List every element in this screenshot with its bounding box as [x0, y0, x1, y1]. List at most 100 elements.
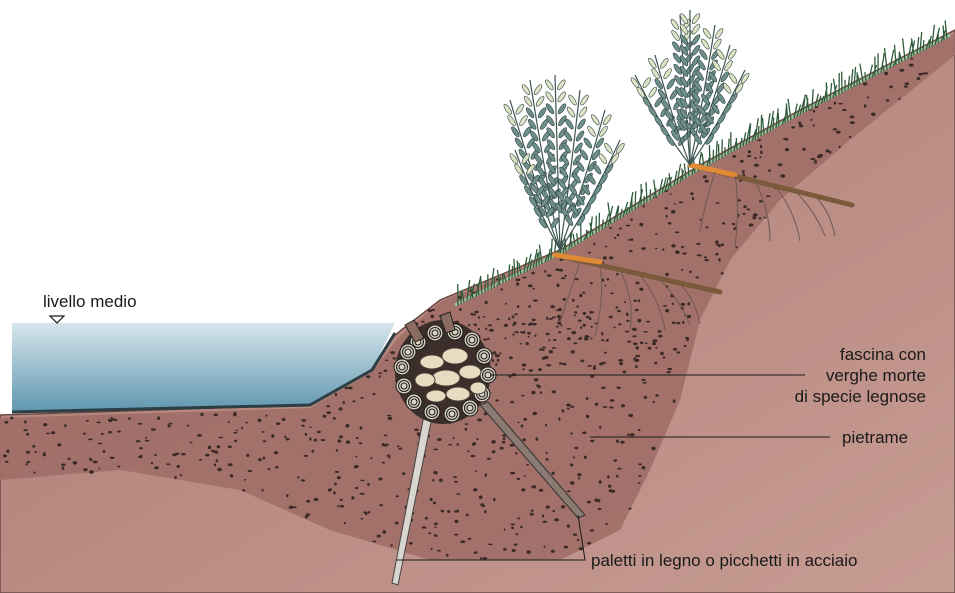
- rubble-stone: [61, 464, 66, 466]
- rubble-stone: [580, 326, 582, 329]
- rubble-stone: [590, 529, 595, 531]
- rubble-stone: [455, 520, 459, 523]
- rubble-stone: [217, 468, 222, 471]
- rubble-stone: [514, 313, 517, 315]
- rubble-stone: [309, 427, 311, 429]
- rubble-stone: [452, 437, 454, 439]
- rubble-stone: [546, 333, 550, 336]
- rubble-stone: [573, 456, 576, 458]
- willow-leaf: [521, 83, 531, 95]
- rubble-stone: [43, 452, 46, 454]
- rubble-stone: [508, 317, 510, 320]
- rubble-stone: [91, 459, 93, 461]
- rubble-stone: [145, 437, 147, 439]
- rubble-stone: [360, 493, 365, 495]
- rubble-stone: [246, 454, 249, 457]
- rubble-stone: [586, 316, 590, 318]
- rubble-stone: [531, 272, 534, 275]
- rubble-stone: [634, 300, 637, 302]
- rubble-stone: [520, 331, 524, 333]
- rubble-stone: [666, 371, 670, 373]
- rubble-stone: [871, 113, 876, 116]
- rubble-stone: [521, 395, 524, 397]
- rubble-stone: [735, 246, 738, 248]
- rubble-stone: [234, 440, 237, 443]
- rubble-stone: [606, 339, 609, 342]
- rubble-stone: [545, 424, 547, 427]
- rubble-stone: [721, 272, 724, 274]
- rubble-stone: [337, 476, 341, 479]
- rubble-stone: [360, 480, 365, 482]
- rubble-stone: [495, 354, 500, 357]
- rubble-stone: [594, 322, 597, 324]
- rubble-stone: [514, 331, 518, 333]
- rubble-stone: [475, 323, 477, 326]
- rubble-stone: [574, 447, 578, 449]
- rubble-stone: [242, 489, 245, 491]
- rubble-stone: [663, 357, 666, 359]
- rubble-stone: [619, 362, 623, 365]
- rubble-stone: [651, 447, 656, 451]
- rubble-stone: [626, 225, 630, 227]
- rubble-stone: [759, 200, 763, 202]
- rubble-stone: [558, 308, 562, 311]
- rubble-stone: [759, 156, 761, 158]
- rubble-stone: [434, 523, 438, 526]
- rubble-stone: [613, 327, 616, 329]
- willow-leaf: [578, 106, 588, 118]
- rubble-stone: [588, 252, 591, 254]
- rubble-stone: [111, 417, 113, 420]
- rubble-stone: [577, 539, 580, 541]
- rubble-stone: [669, 193, 672, 195]
- rubble-stone: [286, 438, 290, 440]
- rubble-stone: [473, 313, 476, 315]
- rubble-stone: [488, 544, 493, 546]
- willow-leaf: [648, 86, 658, 98]
- rubble-stone: [335, 393, 337, 396]
- rubble-stone: [899, 69, 904, 72]
- rubble-stone: [607, 475, 610, 478]
- willow-leaf: [714, 27, 724, 39]
- rubble-stone: [337, 505, 339, 507]
- rubble-stone: [531, 485, 536, 488]
- rubble-stone: [639, 288, 643, 291]
- rubble-stone: [588, 365, 592, 367]
- rubble-stone: [263, 457, 265, 460]
- rubble-stone: [665, 273, 668, 276]
- rubble-stone: [434, 527, 436, 529]
- rubble-stone: [591, 338, 593, 340]
- rubble-stone: [614, 237, 617, 239]
- fascine-stone: [442, 348, 468, 364]
- rubble-stone: [25, 463, 27, 465]
- rubble-stone: [10, 417, 13, 420]
- rubble-stone: [3, 455, 7, 458]
- rubble-stone: [561, 277, 565, 279]
- rubble-stone: [515, 452, 518, 454]
- rubble-stone: [457, 443, 459, 446]
- rubble-stone: [236, 430, 238, 432]
- rubble-stone: [696, 276, 700, 278]
- rubble-stone: [699, 219, 701, 221]
- rubble-stone: [567, 408, 570, 410]
- rubble-stone: [431, 315, 435, 319]
- rubble-stone: [704, 256, 707, 258]
- rubble-stone: [544, 270, 546, 273]
- rubble-stone: [716, 253, 719, 256]
- rubble-stone: [558, 331, 561, 333]
- rubble-stone: [472, 443, 474, 446]
- willow-leaf: [583, 137, 593, 149]
- rubble-stone: [282, 418, 286, 421]
- rubble-stone: [754, 157, 756, 159]
- rubble-stone: [433, 502, 436, 505]
- willow-leaf: [556, 79, 566, 91]
- rubble-stone: [542, 514, 544, 517]
- rubble-stone: [542, 347, 546, 349]
- rubble-stone: [570, 432, 572, 434]
- rubble-stone: [732, 223, 735, 225]
- rubble-stone: [608, 485, 611, 488]
- rubble-stone: [564, 546, 569, 549]
- rubble-stone: [595, 403, 598, 406]
- rubble-stone: [628, 239, 631, 241]
- rubble-stone: [561, 505, 565, 508]
- rubble-stone: [200, 413, 203, 416]
